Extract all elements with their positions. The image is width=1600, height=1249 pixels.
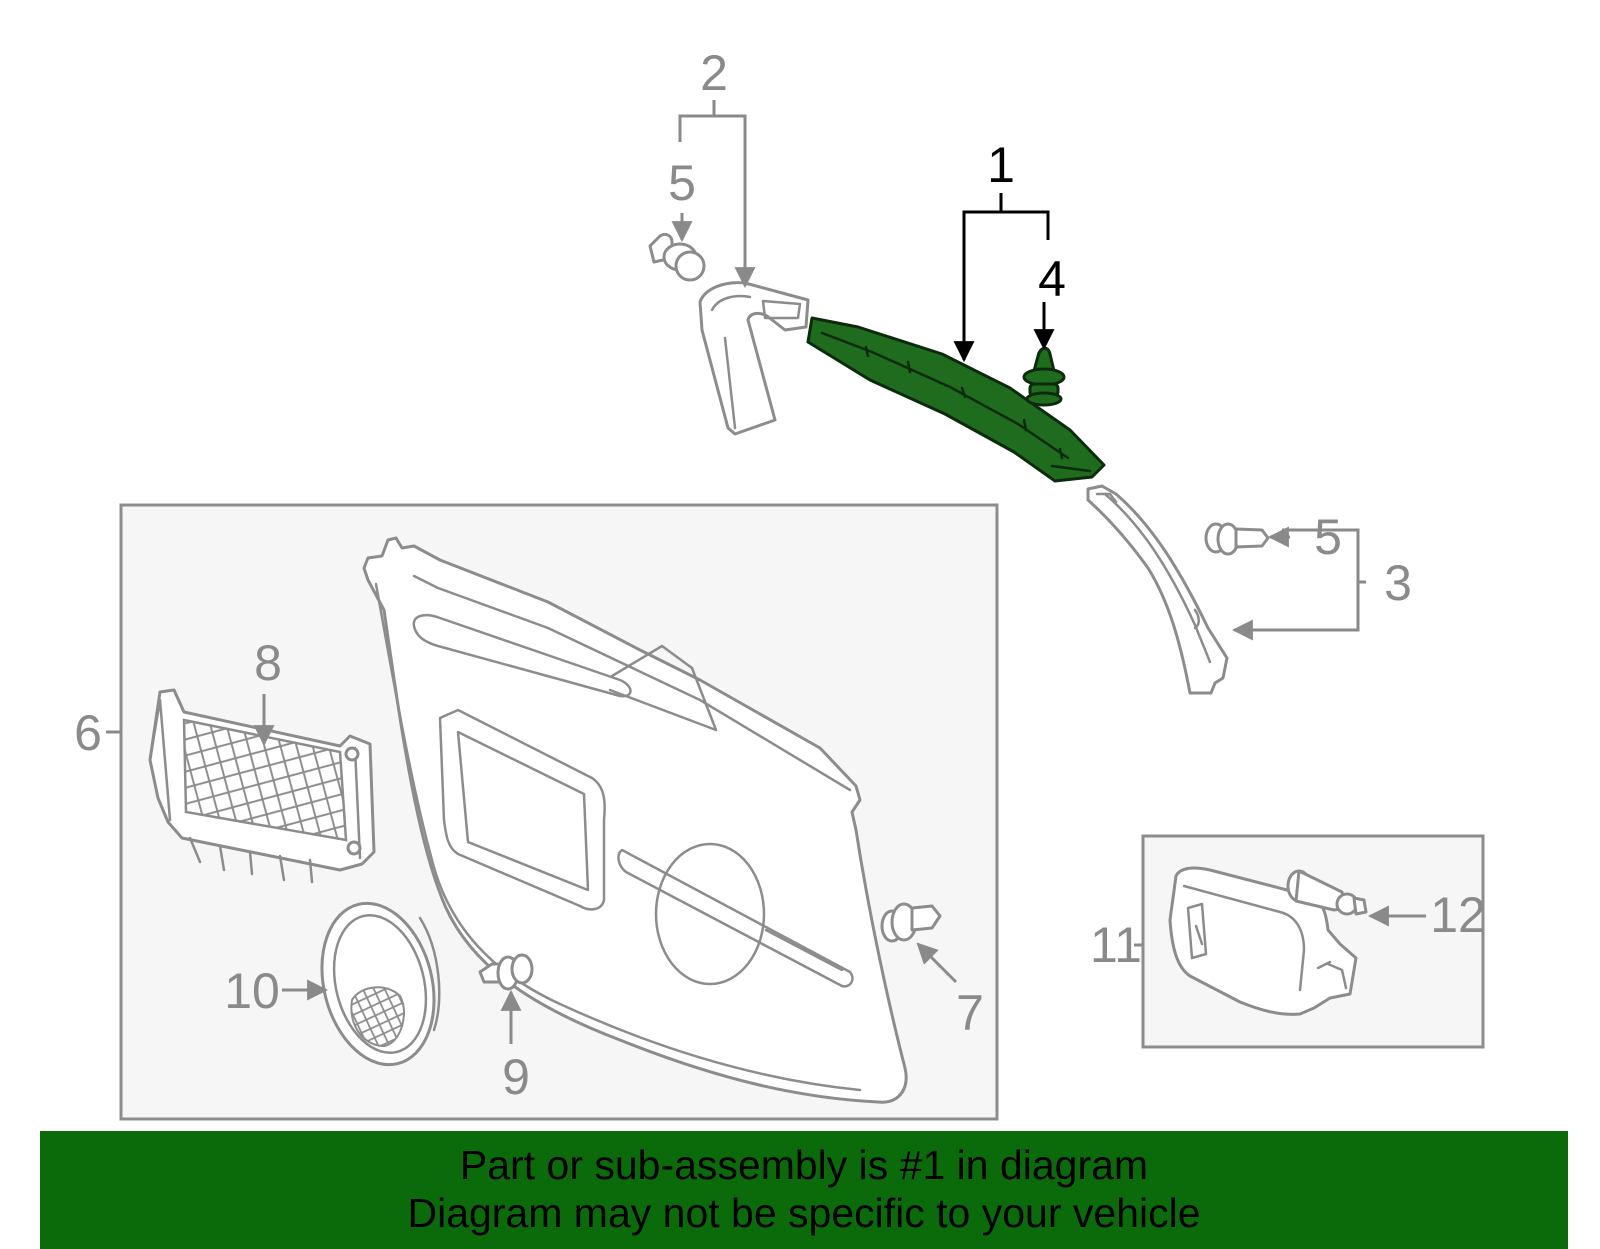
- part-6-quarter-panel: [362, 536, 908, 1104]
- callout-1: 1: [987, 137, 1015, 193]
- part-1-roof-rail-trim: [806, 316, 1106, 483]
- part-4-clip: [1022, 346, 1066, 407]
- part-2-pillar-trim: [698, 281, 810, 436]
- callout-7: 7: [956, 985, 984, 1041]
- callout-11: 11: [1090, 917, 1142, 973]
- banner-line-1: Part or sub-assembly is #1 in diagram: [459, 1142, 1149, 1188]
- info-banner: Part or sub-assembly is #1 in diagram Di…: [40, 1131, 1568, 1249]
- part-5-clip-upper: [648, 232, 706, 282]
- callout-5-lower: 5: [1314, 509, 1342, 565]
- callout-3: 3: [1384, 555, 1412, 611]
- part-5-clip-lower: [1204, 522, 1270, 556]
- callout-4: 4: [1038, 251, 1066, 307]
- callout-6: 6: [74, 705, 102, 761]
- part-10-speaker-grille: [320, 901, 441, 1067]
- banner-line-2: Diagram may not be specific to your vehi…: [407, 1190, 1201, 1236]
- callout-labels: 1 2 3 4 5 5 6 7 8 9 10 11 12: [74, 45, 1486, 1105]
- part-7-clip: [880, 902, 942, 943]
- callout-8: 8: [254, 635, 282, 691]
- leader-lines: [106, 100, 1426, 1044]
- callout-5-upper: 5: [668, 155, 696, 211]
- part-8-cargo-net: [148, 688, 376, 884]
- part-12-bulb: [1286, 869, 1368, 916]
- part-3-pillar-trim: [1086, 484, 1229, 695]
- callout-10: 10: [224, 963, 280, 1019]
- callout-9: 9: [502, 1049, 530, 1105]
- callout-2: 2: [700, 45, 728, 101]
- part-9-clip: [478, 953, 534, 991]
- callout-12: 12: [1430, 887, 1486, 943]
